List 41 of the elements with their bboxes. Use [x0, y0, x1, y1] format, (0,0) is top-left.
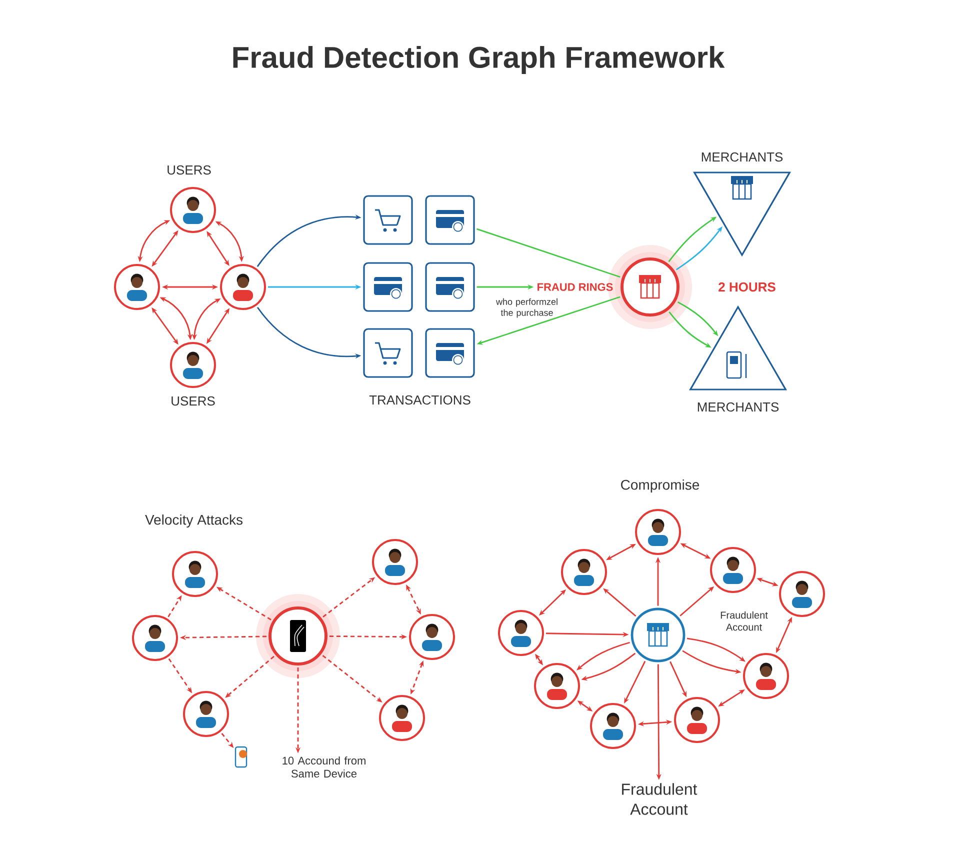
person-circle: [114, 264, 160, 310]
note-text: Fraudulent Account: [720, 611, 768, 631]
section-title: Compromise: [621, 479, 700, 493]
transaction-box: [363, 262, 413, 312]
section-title: Velocity Attacks: [145, 514, 242, 528]
person-circle: [635, 509, 681, 555]
section-label: TRANSACTIONS: [369, 395, 470, 405]
node-label: MERCHANTS: [698, 402, 779, 412]
title: Fraud Detection Graph Framework: [233, 46, 725, 74]
person-circle: [379, 695, 425, 741]
transaction-box: [363, 328, 413, 378]
person-circle: [561, 549, 607, 595]
person-circle: [132, 615, 178, 661]
person-circle: [779, 571, 826, 617]
person-circle: [183, 691, 229, 737]
node-label: MERCHANTS: [702, 152, 783, 162]
person-circle: [743, 653, 789, 699]
person-circle: [220, 264, 266, 310]
note-text: who performzel the purchase: [496, 298, 558, 318]
phone-icon: [234, 746, 248, 768]
person-circle: [710, 547, 756, 593]
account-label: Fraudulent Account: [622, 783, 698, 815]
highlighted-circle: [256, 594, 340, 678]
transaction-box: [425, 262, 475, 312]
transaction-box: [363, 195, 413, 245]
person-circle: [674, 697, 720, 743]
person-circle: [409, 614, 455, 660]
transaction-box: [425, 195, 475, 245]
transaction-box: [425, 328, 475, 378]
ring-label: FRAUD RINGS: [538, 283, 613, 291]
store-circle: [630, 608, 686, 662]
time-label: 2 HOURS: [718, 282, 776, 292]
person-circle: [172, 551, 218, 597]
person-circle: [498, 610, 544, 656]
person-circle: [590, 703, 636, 749]
group-label: USERS: [172, 396, 215, 406]
group-label: USERS: [168, 165, 211, 175]
device-note: 10 Accound from Same Device: [282, 756, 366, 778]
person-circle: [372, 539, 418, 585]
connector-line: [476, 228, 620, 278]
person-circle: [534, 663, 580, 709]
